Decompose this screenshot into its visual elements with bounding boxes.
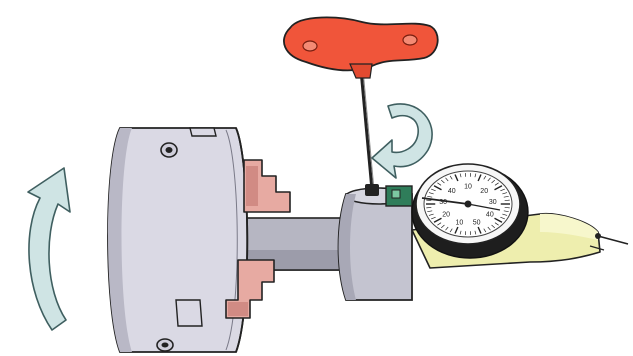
indicator-holder-block [339, 186, 413, 300]
key-rotation-arrow-icon [372, 104, 432, 178]
chuck-rotation-arrow-icon [28, 168, 70, 330]
dial-number: 10 [464, 183, 472, 190]
dial-number: 50 [473, 219, 481, 226]
dial-number: 40 [486, 211, 494, 218]
dial-number: 40 [448, 188, 456, 195]
dial-number: 20 [442, 211, 450, 218]
dial-number: 20 [480, 188, 488, 195]
dial-number: 10 [455, 219, 463, 226]
dial-number: 30 [489, 199, 497, 206]
chuck-jaw-top [244, 160, 290, 212]
